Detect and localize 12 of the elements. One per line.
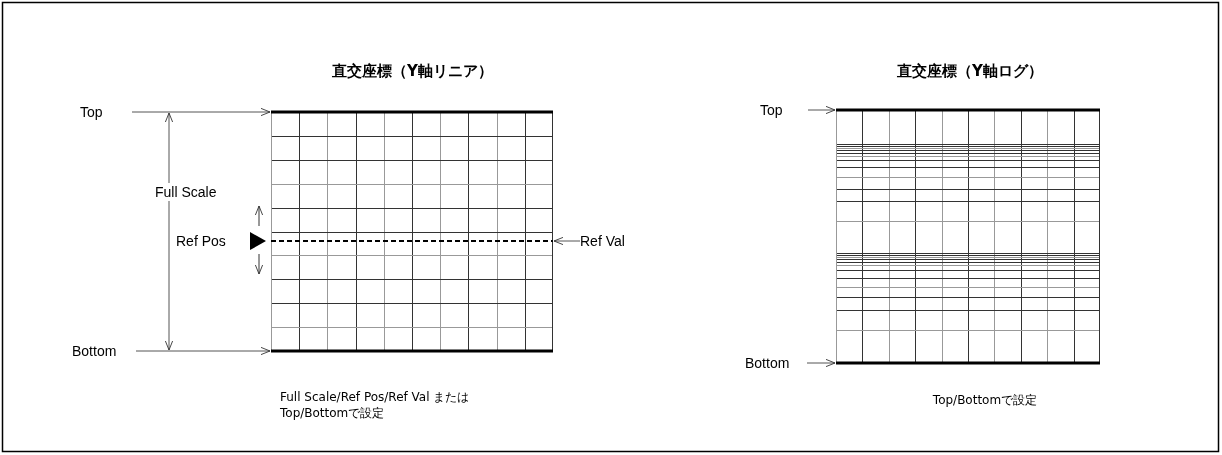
axis-label: Top — [760, 101, 808, 119]
axis-label: Ref Val — [580, 232, 650, 250]
chart-grid — [836, 110, 1100, 363]
caption: Top/Bottomで設定 — [931, 392, 1039, 408]
marker-label: Ref Pos — [176, 232, 226, 250]
caption: Full Scale/Ref Pos/Ref Val またはTop/Bottomで設定 — [280, 389, 470, 421]
chart-title: 直交座標（Y軸ログ） — [896, 62, 1044, 81]
chart-title: 直交座標（Y軸リニア） — [331, 62, 494, 81]
axis-label: Bottom — [745, 354, 807, 372]
chart-grid — [271, 112, 553, 351]
axis-label: Bottom — [72, 342, 136, 360]
axis-label: Top — [80, 103, 132, 121]
